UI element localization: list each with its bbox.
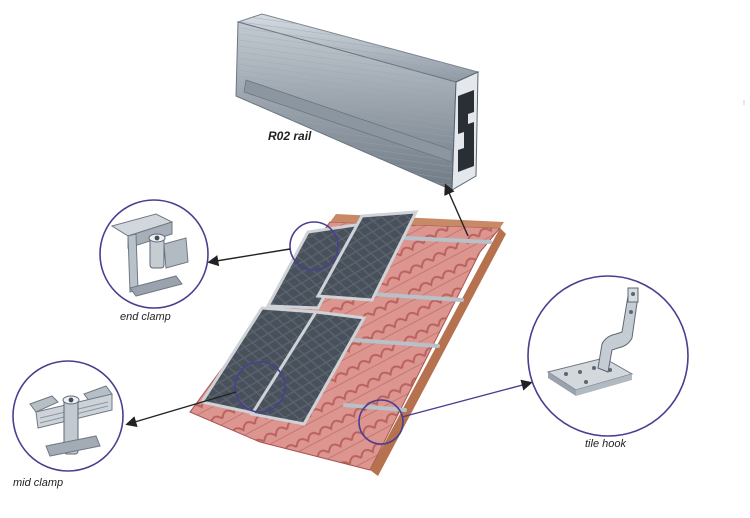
end-clamp-location	[289, 221, 339, 271]
mid-clamp-icon	[29, 385, 113, 457]
tile-hook-detail	[527, 275, 689, 437]
solar-panel	[315, 210, 419, 302]
end-clamp-label: end clamp	[120, 311, 171, 323]
roof-rails	[343, 236, 492, 412]
solar-panel	[249, 310, 367, 426]
rail-label: R02 rail	[268, 129, 312, 143]
end-clamp-detail	[99, 199, 209, 309]
mid-clamp-arrow	[125, 391, 237, 427]
end-clamp-arrow	[207, 248, 291, 267]
r02-rail-illustration	[235, 13, 480, 191]
leader-arrows	[125, 183, 533, 427]
tile-hook-location	[358, 399, 404, 445]
end-clamp-icon	[110, 213, 189, 297]
mid-clamp-location	[234, 361, 286, 413]
tile-hook-icon	[546, 287, 639, 396]
tile-hook-arrow	[401, 379, 533, 418]
solar-panel-array	[199, 210, 419, 426]
rail-arrow	[444, 183, 469, 237]
tile-hook-label: tile hook	[585, 438, 626, 450]
mid-clamp-label: mid clamp	[13, 477, 63, 489]
mid-clamp-detail	[12, 360, 124, 472]
roof-callouts	[234, 221, 404, 445]
